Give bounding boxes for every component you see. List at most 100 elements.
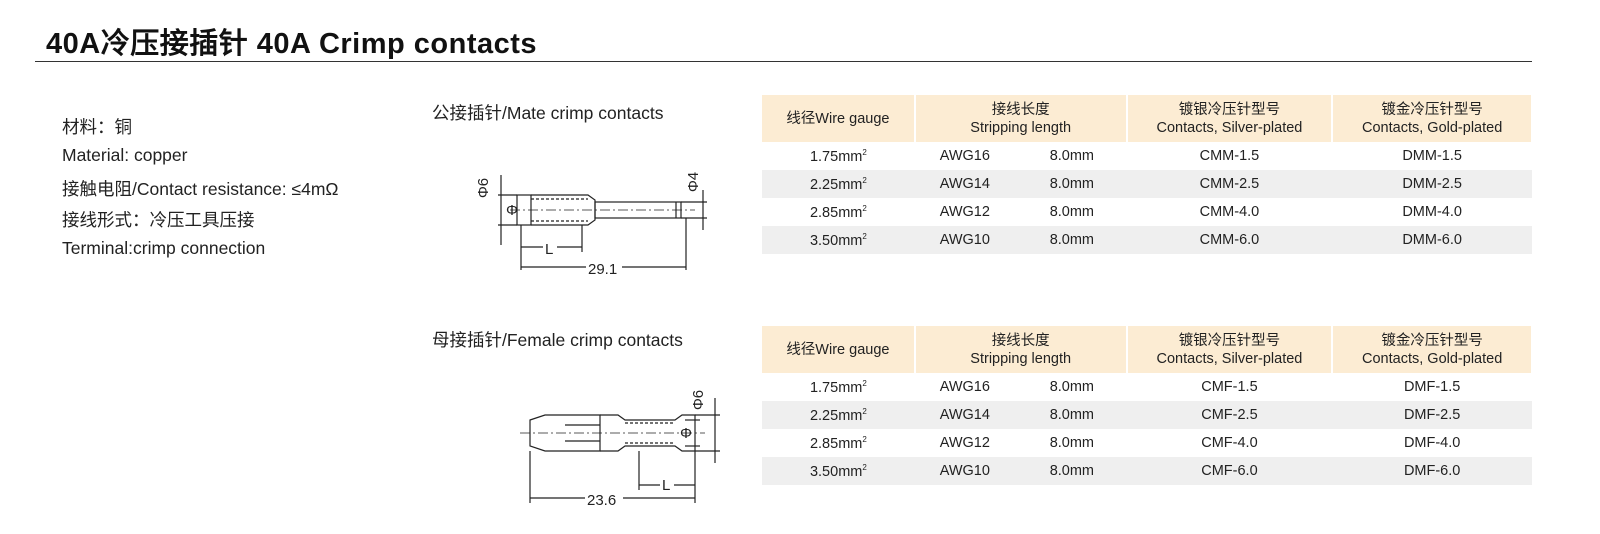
stripping-cell: AWG14 8.0mm	[914, 401, 1127, 429]
stripping-cell: AWG12 8.0mm	[915, 429, 1127, 457]
stripping-length-value: 8.0mm	[1049, 176, 1095, 192]
stripping-length-value: 8.0mm	[1049, 435, 1095, 451]
gold-part-cell: DMF-2.5	[1332, 401, 1532, 429]
stripping-length-value: 8.0mm	[1049, 148, 1095, 164]
female-section-label: 母接插针/Female crimp contacts	[432, 330, 683, 350]
wire-gauge-cell: 1.75mm2	[762, 142, 915, 170]
stripping-length-value: 8.0mm	[1049, 407, 1095, 423]
silver-part-cell: CMF-2.5	[1126, 401, 1333, 429]
superscript: 2	[862, 203, 867, 213]
wire-gauge-mm: 1.75mm	[809, 148, 863, 165]
awg-value: AWG12	[939, 435, 990, 451]
title-divider	[35, 61, 1532, 62]
silver-part-cell: CMF-6.0	[1126, 457, 1333, 485]
male-dim-l: L	[545, 241, 553, 258]
stripping-length-value: 8.0mm	[1049, 204, 1095, 220]
female-dim-phi: Φ	[680, 425, 692, 442]
wire-gauge-mm: 1.75mm	[809, 379, 863, 396]
header-cn: 镀银冷压针型号	[1178, 101, 1281, 118]
wire-gauge-cell: 1.75mm2	[762, 373, 915, 401]
wire-gauge-cell: 3.50mm2	[762, 457, 915, 485]
header-cn: 镀金冷压针型号	[1381, 101, 1483, 118]
spec-material-en: Material: copper	[62, 145, 188, 165]
header-cn: 接线长度	[991, 101, 1050, 118]
table-row: 2.85mm2 AWG12 8.0mm CMF-4.0 DMF-4.0	[762, 429, 1532, 457]
header-en: Contacts, Silver-plated	[1156, 119, 1303, 136]
female-dim-l: L	[662, 477, 670, 494]
gold-part-cell: DMM-6.0	[1332, 226, 1532, 254]
wire-gauge-cell: 2.85mm2	[762, 429, 915, 457]
gold-part-cell: DMF-6.0	[1332, 457, 1532, 485]
header-en: Contacts, Gold-plated	[1362, 350, 1503, 367]
awg-value: AWG14	[939, 407, 990, 423]
silver-part-cell: CMF-1.5	[1201, 379, 1258, 395]
header-cn: 镀金冷压针型号	[1381, 332, 1483, 349]
header-en: Contacts, Gold-plated	[1362, 119, 1503, 136]
spec-material-cn: 材料：铜	[62, 117, 132, 137]
superscript: 2	[862, 231, 867, 241]
header-cn: 接线长度	[991, 332, 1050, 349]
header-en: Stripping length	[970, 119, 1072, 136]
gold-part-cell: DMM-1.5	[1402, 148, 1462, 164]
stripping-cell: AWG12 8.0mm	[915, 198, 1127, 226]
wire-gauge-cell: 2.25mm2	[762, 170, 915, 198]
silver-part-cell: CMM-1.5	[1199, 148, 1260, 164]
stripping-length-value: 8.0mm	[1049, 379, 1095, 395]
superscript: 2	[862, 378, 867, 388]
silver-part-cell: CMM-2.5	[1126, 170, 1333, 198]
gold-part-cell: DMF-4.0	[1403, 435, 1461, 451]
awg-value: AWG16	[939, 148, 990, 164]
awg-value: AWG14	[939, 176, 990, 192]
wire-gauge-mm: 2.85mm	[809, 435, 863, 452]
superscript: 2	[862, 175, 867, 185]
gold-part-cell: DMF-1.5	[1403, 379, 1461, 395]
male-dim-phi: Φ	[506, 202, 518, 219]
male-contact-drawing: Φ6 Φ4 Φ L 29.1	[475, 172, 707, 278]
spec-contact-resistance: 接触电阻/Contact resistance: ≤4mΩ	[62, 179, 339, 199]
male-dim-phi4: Φ4	[685, 172, 702, 192]
wire-gauge-mm: 2.85mm	[809, 204, 863, 221]
spec-terminal-cn: 接线形式：冷压工具压接	[62, 210, 255, 230]
stripping-length-value: 8.0mm	[1049, 232, 1095, 248]
page-title: 40A冷压接插针 40A Crimp contacts	[46, 28, 538, 60]
table-row: 1.75mm2 AWG16 8.0mm CMM-1.5 DMM-1.5	[762, 142, 1532, 170]
wire-gauge-mm: 2.25mm	[809, 407, 863, 424]
wire-gauge-mm: 3.50mm	[809, 232, 863, 249]
female-dim-phi6: Φ6	[690, 390, 707, 410]
silver-part-cell: CMM-6.0	[1126, 226, 1333, 254]
awg-value: AWG12	[939, 204, 990, 220]
stripping-cell: AWG16 8.0mm	[915, 373, 1127, 401]
male-dim-phi6: Φ6	[475, 178, 492, 198]
female-dim-total: 23.6	[587, 492, 616, 508]
female-contact-drawing: Φ6 Φ L 23.6	[520, 390, 720, 508]
awg-value: AWG16	[939, 379, 990, 395]
superscript: 2	[862, 406, 867, 416]
header-en: Stripping length	[970, 350, 1072, 367]
superscript: 2	[862, 434, 867, 444]
stripping-cell: AWG16 8.0mm	[915, 142, 1127, 170]
wire-gauge-cell: 2.25mm2	[762, 401, 915, 429]
male-section-label: 公接插针/Mate crimp contacts	[432, 103, 664, 123]
silver-part-cell: CMF-4.0	[1201, 435, 1258, 451]
gold-part-cell: DMM-2.5	[1332, 170, 1532, 198]
male-dim-total: 29.1	[588, 261, 617, 278]
wire-gauge-mm: 3.50mm	[809, 463, 863, 480]
superscript: 2	[862, 462, 867, 472]
header-en: Contacts, Silver-plated	[1156, 350, 1303, 367]
awg-value: AWG10	[939, 463, 990, 479]
